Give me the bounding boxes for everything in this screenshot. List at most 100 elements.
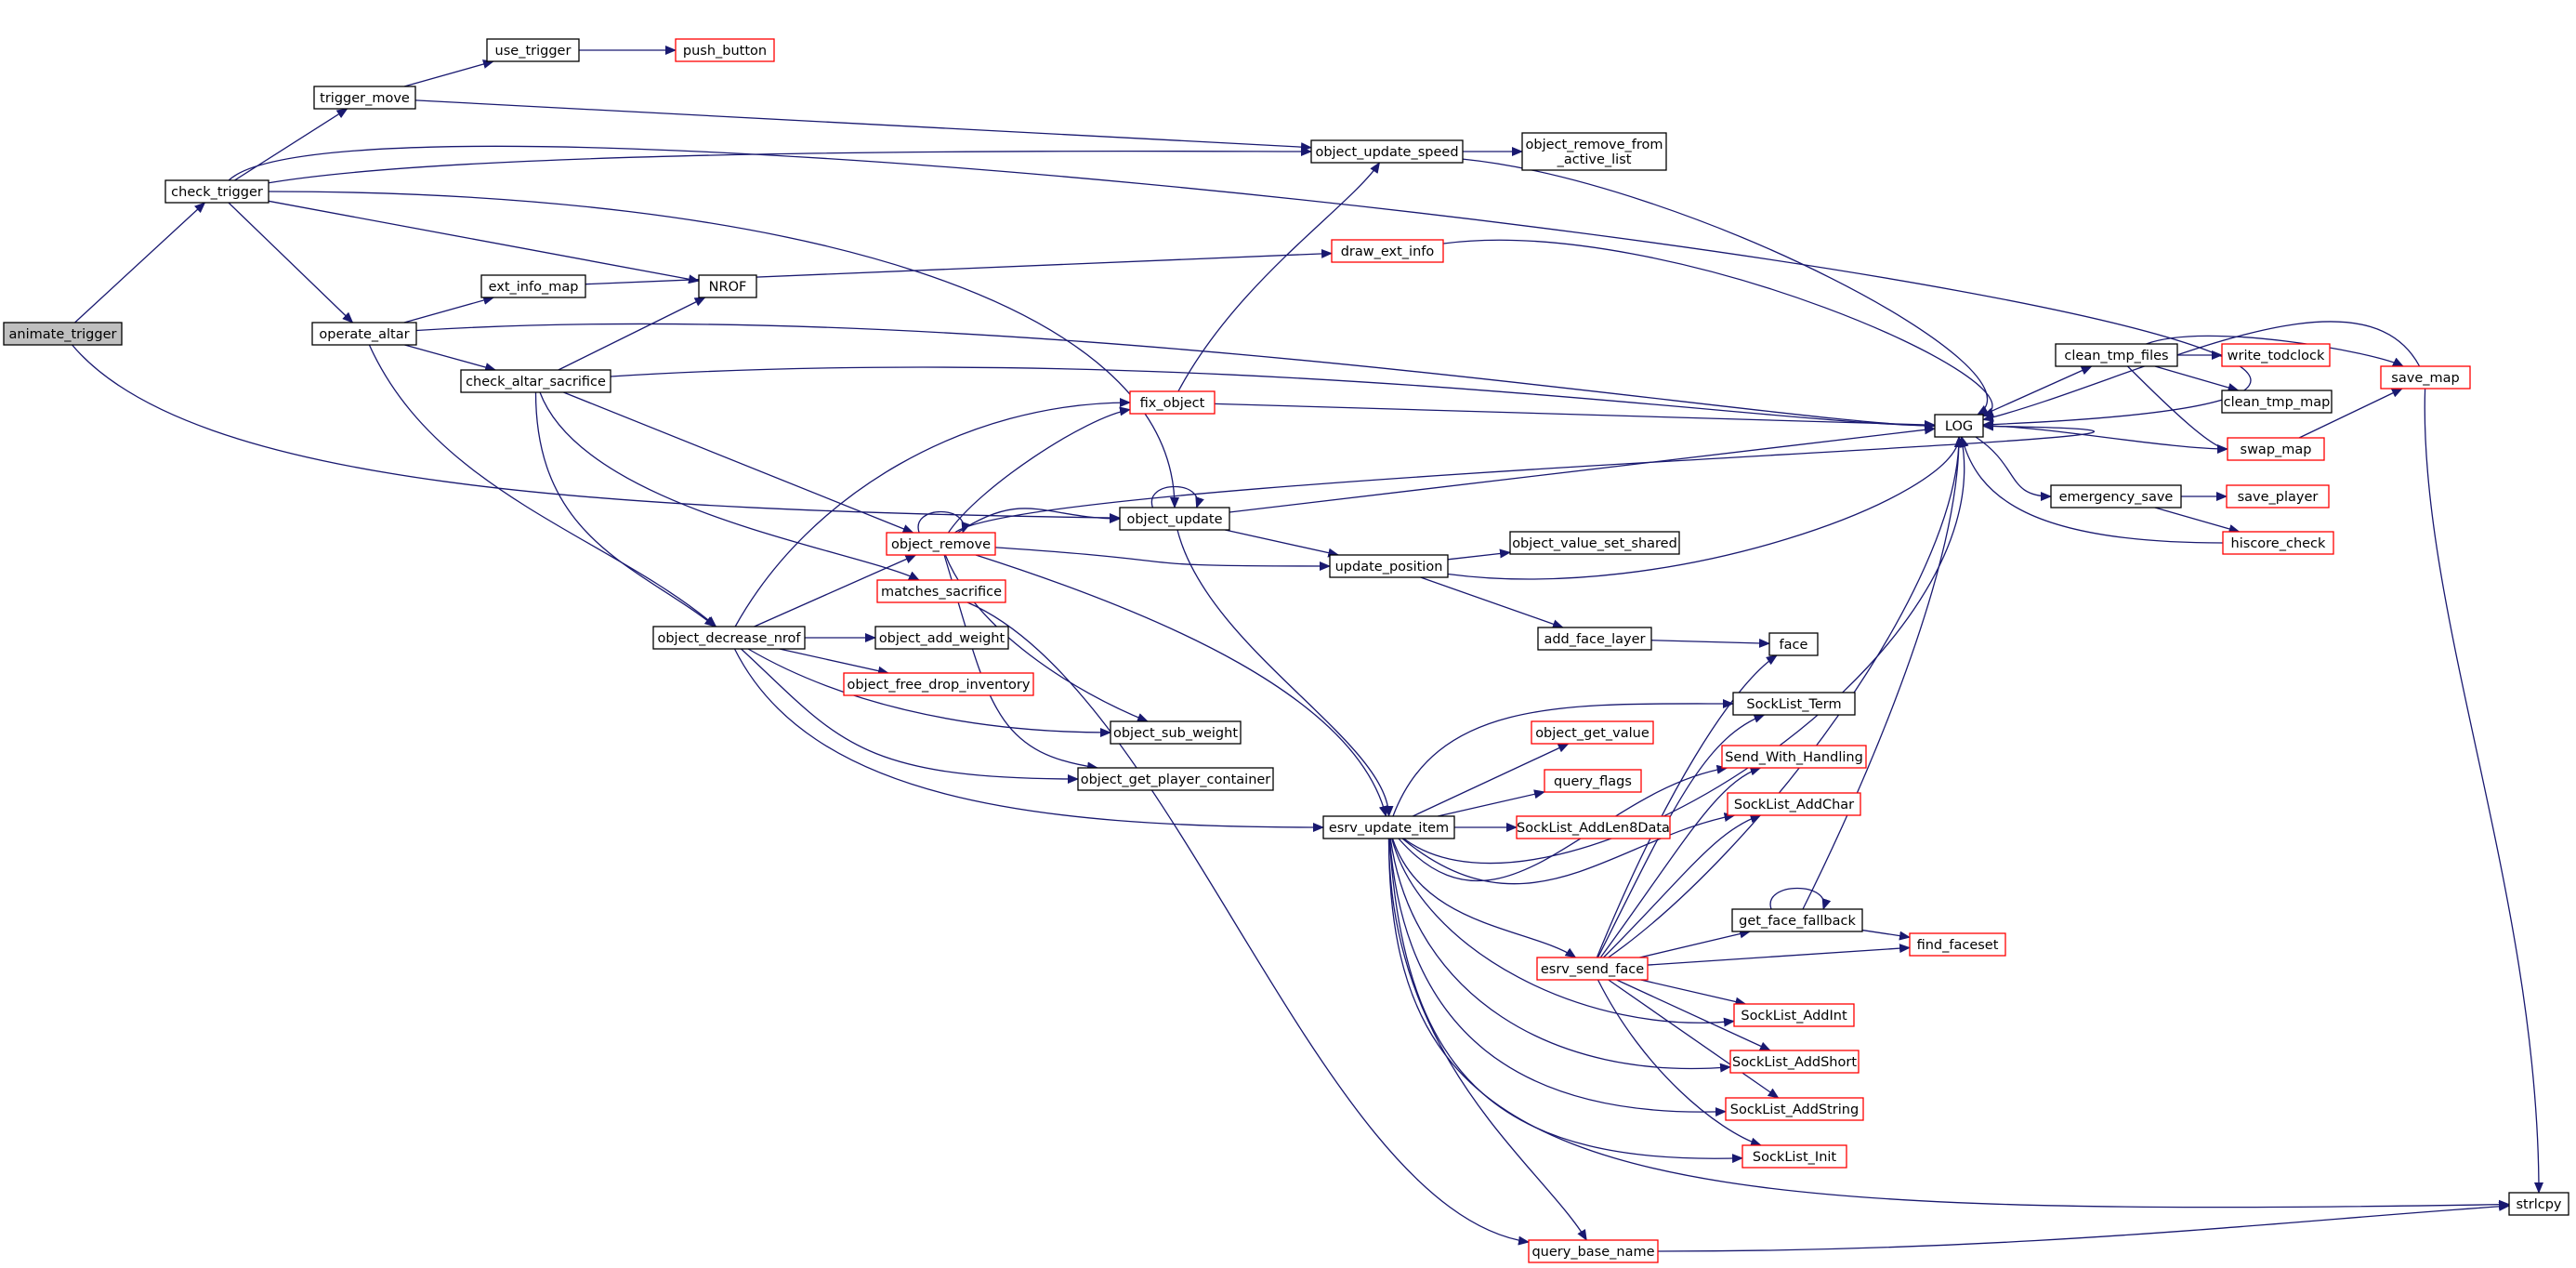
edge-get-face-fallback-to-log [1802,436,1964,910]
node-object-value-set-shared[interactable]: object_value_set_shared [1509,531,1680,555]
edge-esrv-update-item-to-socklist-addstring [1388,838,1727,1117]
node-find-faceset[interactable]: find_faceset [1909,932,2006,957]
node-emergency-save[interactable]: emergency_save [2050,484,2182,509]
node-label-hiscore-check: hiscore_check [2231,536,2326,551]
node-socklist-term[interactable]: SockList_Term [1732,692,1856,716]
node-matches-sacrifice[interactable]: matches_sacrifice [876,579,1006,603]
node-box-hiscore-check [2222,531,2334,555]
edge-draw-ext-info-to-log [1442,239,1995,417]
node-use-trigger[interactable]: use_trigger [486,38,580,62]
node-box-swap-map [2227,437,2325,461]
node-box-object-decrease-nrof [652,626,806,650]
node-socklist-addstring[interactable]: SockList_AddString [1725,1097,1864,1121]
node-check-altar-sacrifice[interactable]: check_altar_sacrifice [460,369,611,393]
node-object-sub-weight[interactable]: object_sub_weight [1110,720,1242,745]
node-get-face-fallback[interactable]: get_face_fallback [1731,908,1863,932]
node-box-socklist-addlen8data [1516,815,1671,839]
node-esrv-send-face[interactable]: esrv_send_face [1536,957,1649,981]
edge-check-trigger-to-log [228,145,2252,429]
edge-object-remove-to-fix-object [947,406,1131,534]
node-hiscore-check[interactable]: hiscore_check [2222,531,2334,555]
edge-matches-sacrifice-to-query-base-name [966,601,1530,1246]
node-check-trigger[interactable]: check_trigger [164,179,269,204]
node-box-get-face-fallback [1731,908,1863,932]
node-strlcpy[interactable]: strlcpy [2508,1192,2569,1216]
node-operate-altar[interactable]: operate_altar [311,322,417,346]
node-box-use-trigger [486,38,580,62]
node-label-socklist-addlen8data: SockList_AddLen8Data [1517,821,1670,836]
node-query-flags[interactable]: query_flags [1544,769,1642,793]
node-push-button[interactable]: push_button [675,38,775,62]
node-object-remove-from-active-list[interactable]: object_remove_from_active_list [1521,132,1667,171]
edge-update-position-to-add-face-layer [1420,576,1564,629]
node-label-animate-trigger: animate_trigger [9,327,117,342]
edge-ext-info-map-to-draw-ext-info [585,248,1333,285]
edge-esrv-update-item-to-send-with-handling [1398,764,1728,882]
edge-esrv-update-item-to-object-get-value [1412,743,1570,817]
node-box-strlcpy [2508,1192,2569,1216]
node-socklist-addlen8data[interactable]: SockList_AddLen8Data [1516,815,1671,839]
edge-object-decrease-nrof-to-object-get-player-container [741,648,1079,784]
node-box-operate-altar [311,322,417,346]
node-box-draw-ext-info [1331,239,1444,263]
edge-add-face-layer-to-face [1650,638,1770,648]
node-label-clean-tmp-map: clean_tmp_map [2224,395,2331,410]
node-label-object-get-value: object_get_value [1535,726,1649,741]
node-animate-trigger[interactable]: animate_trigger [3,322,123,346]
node-label-update-position: update_position [1335,560,1443,575]
edge-object-remove-to-update-position [994,547,1331,571]
node-object-remove[interactable]: object_remove [886,532,996,556]
node-object-decrease-nrof[interactable]: object_decrease_nrof [652,626,806,650]
edge-log-to-clean-tmp-files [1982,365,2093,416]
edge-check-trigger-to-object-update-speed [268,146,1312,184]
node-face[interactable]: face [1768,632,1819,656]
node-trigger-move[interactable]: trigger_move [313,86,416,110]
node-add-face-layer[interactable]: add_face_layer [1537,627,1652,651]
node-object-get-player-container[interactable]: object_get_player_container [1077,767,1274,791]
edge-esrv-update-item-to-log [1403,436,1968,865]
edge-swap-map-to-save-map [2298,388,2403,439]
node-socklist-addint[interactable]: SockList_AddInt [1733,1003,1855,1027]
node-object-update-speed[interactable]: object_update_speed [1310,139,1464,164]
node-object-add-weight[interactable]: object_add_weight [874,626,1009,650]
node-clean-tmp-files[interactable]: clean_tmp_files [2055,343,2178,367]
edge-clean-tmp-files-to-save-map [2146,335,2404,367]
node-label-socklist-addint: SockList_AddInt [1741,1009,1847,1024]
node-box-object-value-set-shared [1509,531,1680,555]
node-save-map[interactable]: save_map [2380,365,2471,390]
node-label-query-base-name: query_base_name [1531,1245,1654,1260]
node-label-send-with-handling: Send_With_Handling [1725,750,1863,765]
edge-object-remove-to-object-update [957,508,1121,534]
node-socklist-addchar[interactable]: SockList_AddChar [1727,792,1861,816]
node-query-base-name[interactable]: query_base_name [1528,1239,1659,1263]
node-object-update[interactable]: object_update [1119,507,1230,531]
node-swap-map[interactable]: swap_map [2227,437,2325,461]
node-socklist-init[interactable]: SockList_Init [1741,1144,1847,1169]
node-update-position[interactable]: update_position [1329,554,1449,578]
node-label-object-add-weight: object_add_weight [879,631,1005,646]
node-write-todclock[interactable]: write_todclock [2221,343,2331,367]
node-fix-object[interactable]: fix_object [1129,390,1216,415]
node-label-trigger-move: trigger_move [320,91,410,106]
edge-esrv-update-item-to-query-base-name [1387,838,1587,1241]
node-log[interactable]: LOG [1934,414,1984,438]
node-ext-info-map[interactable]: ext_info_map [480,274,586,298]
edge-check-trigger-to-operate-altar [228,202,354,324]
node-box-clean-tmp-files [2055,343,2178,367]
node-object-free-drop-inventory[interactable]: object_free_drop_inventory [843,672,1034,696]
node-draw-ext-info[interactable]: draw_ext_info [1331,239,1444,263]
node-label-object-remove: object_remove [891,537,991,552]
node-box-socklist-addchar [1727,792,1861,816]
node-save-player[interactable]: save_player [2226,484,2330,509]
node-esrv-update-item[interactable]: esrv_update_item [1322,815,1455,839]
node-label-fix-object: fix_object [1140,396,1205,411]
edge-object-update-to-log [1229,425,1936,513]
node-socklist-addshort[interactable]: SockList_AddShort [1729,1050,1860,1074]
node-clean-tmp-map[interactable]: clean_tmp_map [2221,390,2333,414]
node-label-face: face [1780,638,1808,653]
node-nrof[interactable]: NROF [698,274,757,298]
node-box-object-sub-weight [1110,720,1242,745]
node-object-get-value[interactable]: object_get_value [1531,720,1654,745]
node-send-with-handling[interactable]: Send_With_Handling [1721,745,1867,769]
node-box-trigger-move [313,86,416,110]
